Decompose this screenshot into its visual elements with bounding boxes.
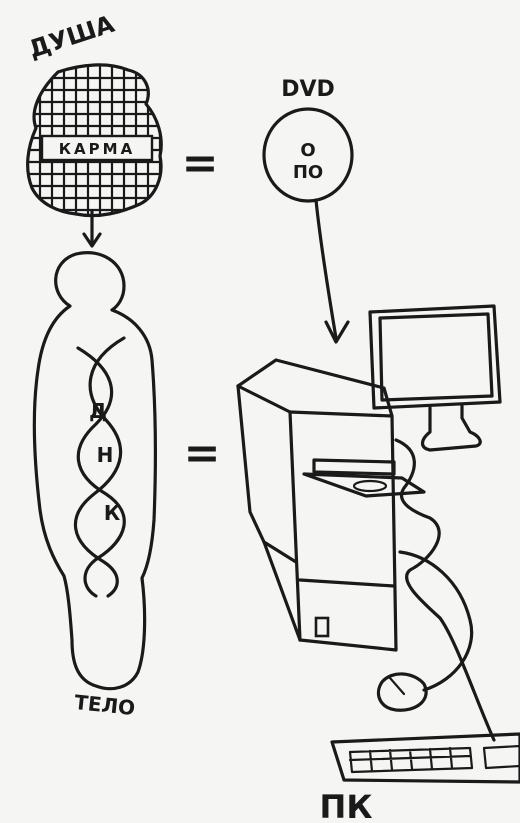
- dna-n-label: Н: [97, 443, 114, 467]
- body-label: ТЕЛО: [73, 690, 136, 720]
- pc-label: ПК: [320, 788, 373, 823]
- keyboard-numpad: [484, 746, 520, 768]
- soul-group: ДУША КАРМА: [20, 10, 170, 246]
- tower-top-front-edge: [238, 386, 290, 412]
- dvd-to-pc-arrowhead: [326, 322, 348, 342]
- equals-mid: =: [184, 428, 221, 479]
- power-button: [316, 618, 328, 636]
- equals-top: =: [182, 138, 219, 189]
- tower-panel-line: [300, 580, 394, 586]
- karma-label: КАРМА: [59, 140, 135, 158]
- drive-slot: [314, 460, 394, 474]
- disc-po-label: ПО: [293, 162, 323, 183]
- tower-top: [238, 360, 392, 416]
- monitor-screen: [370, 306, 500, 408]
- mouse-button-line: [390, 678, 404, 694]
- disc-o-label: О: [300, 140, 315, 161]
- tower-side-bottom: [264, 542, 300, 640]
- dna-d-label: Д: [89, 399, 107, 423]
- body-group: Д Н К ТЕЛО: [34, 253, 155, 721]
- dvd-label: DVD: [281, 77, 335, 102]
- dvd-to-pc-arrow: [316, 200, 336, 338]
- body-outline: [34, 253, 155, 689]
- tray-disc: [354, 481, 386, 491]
- monitor-inner: [380, 314, 492, 400]
- mouse-cable: [400, 552, 472, 690]
- dvd-group: DVD О ПО: [264, 77, 352, 342]
- soul-label: ДУША: [25, 10, 118, 64]
- keyboard-keys: [350, 748, 472, 772]
- tower-front: [290, 412, 396, 650]
- tower-front-left: [290, 412, 300, 640]
- dna-k-label: К: [104, 501, 121, 525]
- monitor-stand: [423, 406, 481, 450]
- pc-group: ПК: [238, 306, 520, 823]
